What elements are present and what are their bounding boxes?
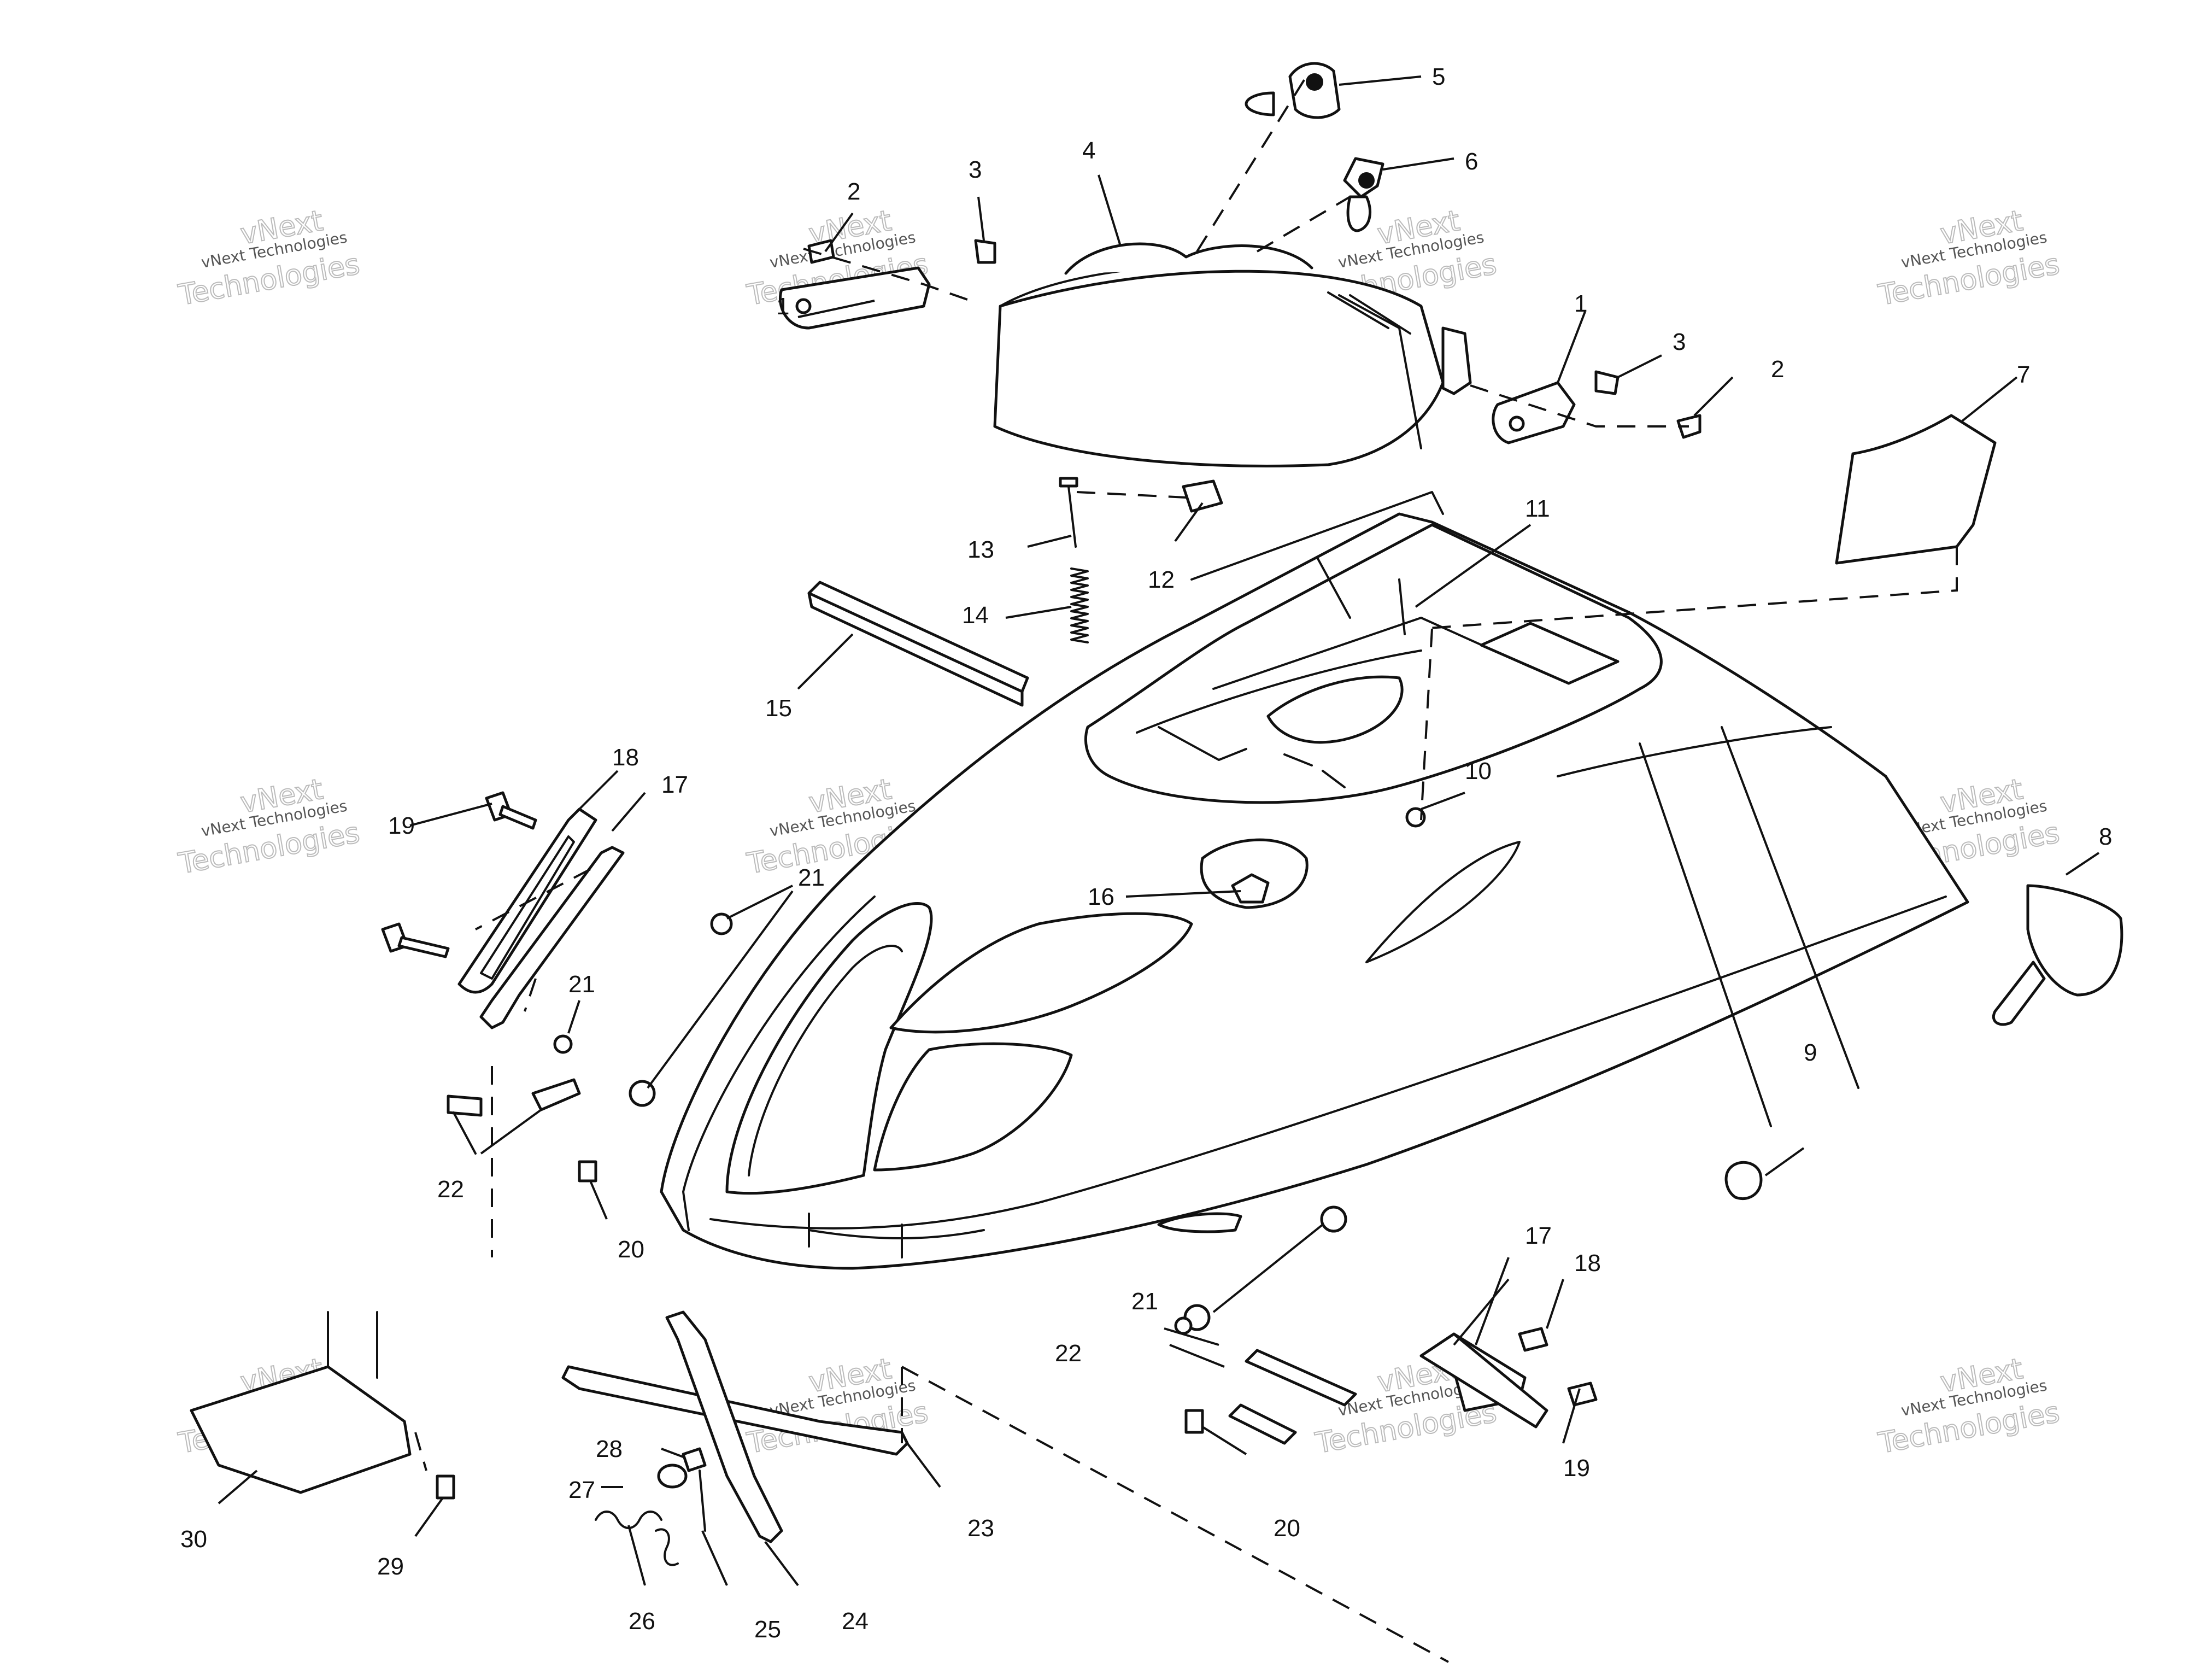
foam-strip-15 [807,581,1029,707]
callout-17: 17 [1525,1222,1552,1249]
callout-numbers: 1 1 2 2 3 3 4 5 6 7 8 9 10 11 12 13 14 1… [180,63,2112,1643]
headlight-housing [993,242,1472,467]
callout-3: 3 [1673,329,1686,355]
callout-29: 29 [377,1553,404,1580]
pin-13 [1059,477,1078,548]
leader-lines [218,75,2100,1587]
callout-22: 22 [1055,1340,1082,1367]
callout-8: 8 [2099,823,2112,850]
callout-7: 7 [2017,361,2030,388]
right-headlight-bracket [1492,370,1701,444]
callout-17: 17 [661,771,688,798]
watermark: vNext vNext Technologies Technologies [175,772,362,881]
spring-14 [1070,567,1089,643]
callout-24: 24 [842,1608,869,1635]
callout-13: 13 [967,536,994,563]
callout-15: 15 [765,695,792,722]
callout-30: 30 [180,1526,207,1553]
callout-18: 18 [612,744,639,771]
callout-26: 26 [629,1608,655,1635]
grommet-9 [1724,1161,1763,1201]
hood [660,491,1969,1270]
fastener-10 [1405,807,1426,828]
callout-1: 1 [1574,290,1587,317]
callout-21: 21 [798,864,825,891]
callout-28: 28 [596,1436,623,1462]
left-hardware [381,791,733,1183]
callout-22: 22 [437,1176,464,1203]
watermark: vNext vNext Technologies Technologies [1875,204,2062,313]
callout-10: 10 [1465,758,1492,785]
callout-20: 20 [618,1236,644,1263]
right-lower-hardware [1174,1205,1598,1445]
callout-19: 19 [1563,1455,1590,1482]
linkage-assembly [190,1310,909,1566]
block-12 [1182,479,1223,513]
watermark: vNext vNext Technologies Technologies [1875,1352,2062,1461]
speed-nut-3-left [974,239,996,264]
callout-21: 21 [1131,1288,1158,1315]
bulb-socket-dot [1358,172,1375,189]
callout-2: 2 [1771,356,1784,383]
callout-12: 12 [1148,566,1175,593]
lens-cover-7 [1835,414,1997,565]
callout-14: 14 [962,602,989,629]
bulb-socket-dot [1306,73,1323,91]
callout-23: 23 [967,1515,994,1542]
callout-25: 25 [754,1616,781,1643]
callout-6: 6 [1465,148,1478,175]
callout-2: 2 [847,178,860,205]
callout-21: 21 [568,971,595,998]
headlight-bulb-6 [1343,157,1384,232]
callout-5: 5 [1432,63,1445,90]
callout-19: 19 [388,812,415,839]
callout-3: 3 [969,156,982,183]
callout-9: 9 [1804,1039,1817,1066]
mirror-8 [1992,884,2123,1026]
knob-16 [1200,838,1309,909]
headlight-bulb-5 [1245,62,1341,119]
callout-11: 11 [1525,495,1550,522]
callout-16: 16 [1088,883,1114,910]
speed-nut-3-right [1594,370,1620,395]
callout-4: 4 [1082,137,1095,164]
watermark: vNext vNext Technologies Technologies [175,204,362,313]
callout-18: 18 [1574,1250,1601,1277]
callout-27: 27 [568,1477,595,1503]
callout-20: 20 [1274,1515,1300,1542]
callout-1: 1 [776,293,789,320]
dashed-assembly-lines [414,75,1958,1663]
